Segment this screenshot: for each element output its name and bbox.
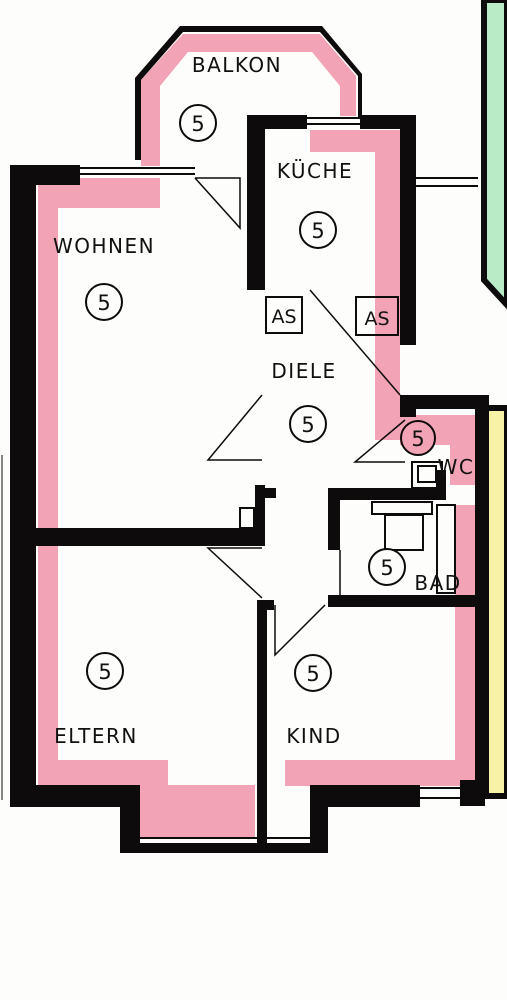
room-number-kind: 5: [306, 662, 319, 686]
as-label-left: AS: [271, 306, 296, 328]
room-number-wohnen: 5: [97, 291, 110, 315]
room-diele: DIELE 5: [271, 359, 336, 443]
room-number-eltern: 5: [98, 660, 111, 684]
room-wc: 5 WC: [400, 420, 475, 479]
walls: [10, 115, 489, 853]
room-label-wc: WC: [438, 455, 475, 479]
room-number-kueche: 5: [311, 219, 324, 243]
as-box-left: AS: [265, 296, 303, 334]
as-box-right: AS: [355, 296, 399, 336]
room-balkon: BALKON 5: [179, 53, 282, 142]
room-label-bad: BAD: [414, 571, 461, 595]
room-label-kind: KIND: [286, 724, 341, 748]
room-number-diele: 5: [301, 413, 314, 437]
as-label-right: AS: [364, 308, 389, 330]
room-number-balkon: 5: [191, 112, 204, 136]
room-label-wohnen: WOHNEN: [53, 234, 155, 258]
room-label-balkon: BALKON: [192, 53, 282, 77]
room-number-bad: 5: [380, 556, 393, 580]
room-label-diele: DIELE: [271, 359, 336, 383]
neighbor-green-area: [481, 0, 507, 310]
room-kind: 5 KIND: [286, 654, 341, 748]
room-eltern: 5 ELTERN: [54, 652, 138, 748]
windows: [80, 117, 478, 845]
sanitary-fixtures: [239, 461, 456, 594]
room-kueche: KÜCHE 5: [277, 159, 353, 249]
room-wohnen: WOHNEN 5: [53, 234, 155, 321]
room-label-eltern: ELTERN: [54, 724, 138, 748]
door-swings: [194, 177, 406, 657]
room-number-wc: 5: [411, 427, 424, 451]
room-label-kueche: KÜCHE: [277, 159, 353, 183]
insulation-bands: [38, 130, 480, 837]
room-bad: 5 BAD: [368, 548, 461, 595]
